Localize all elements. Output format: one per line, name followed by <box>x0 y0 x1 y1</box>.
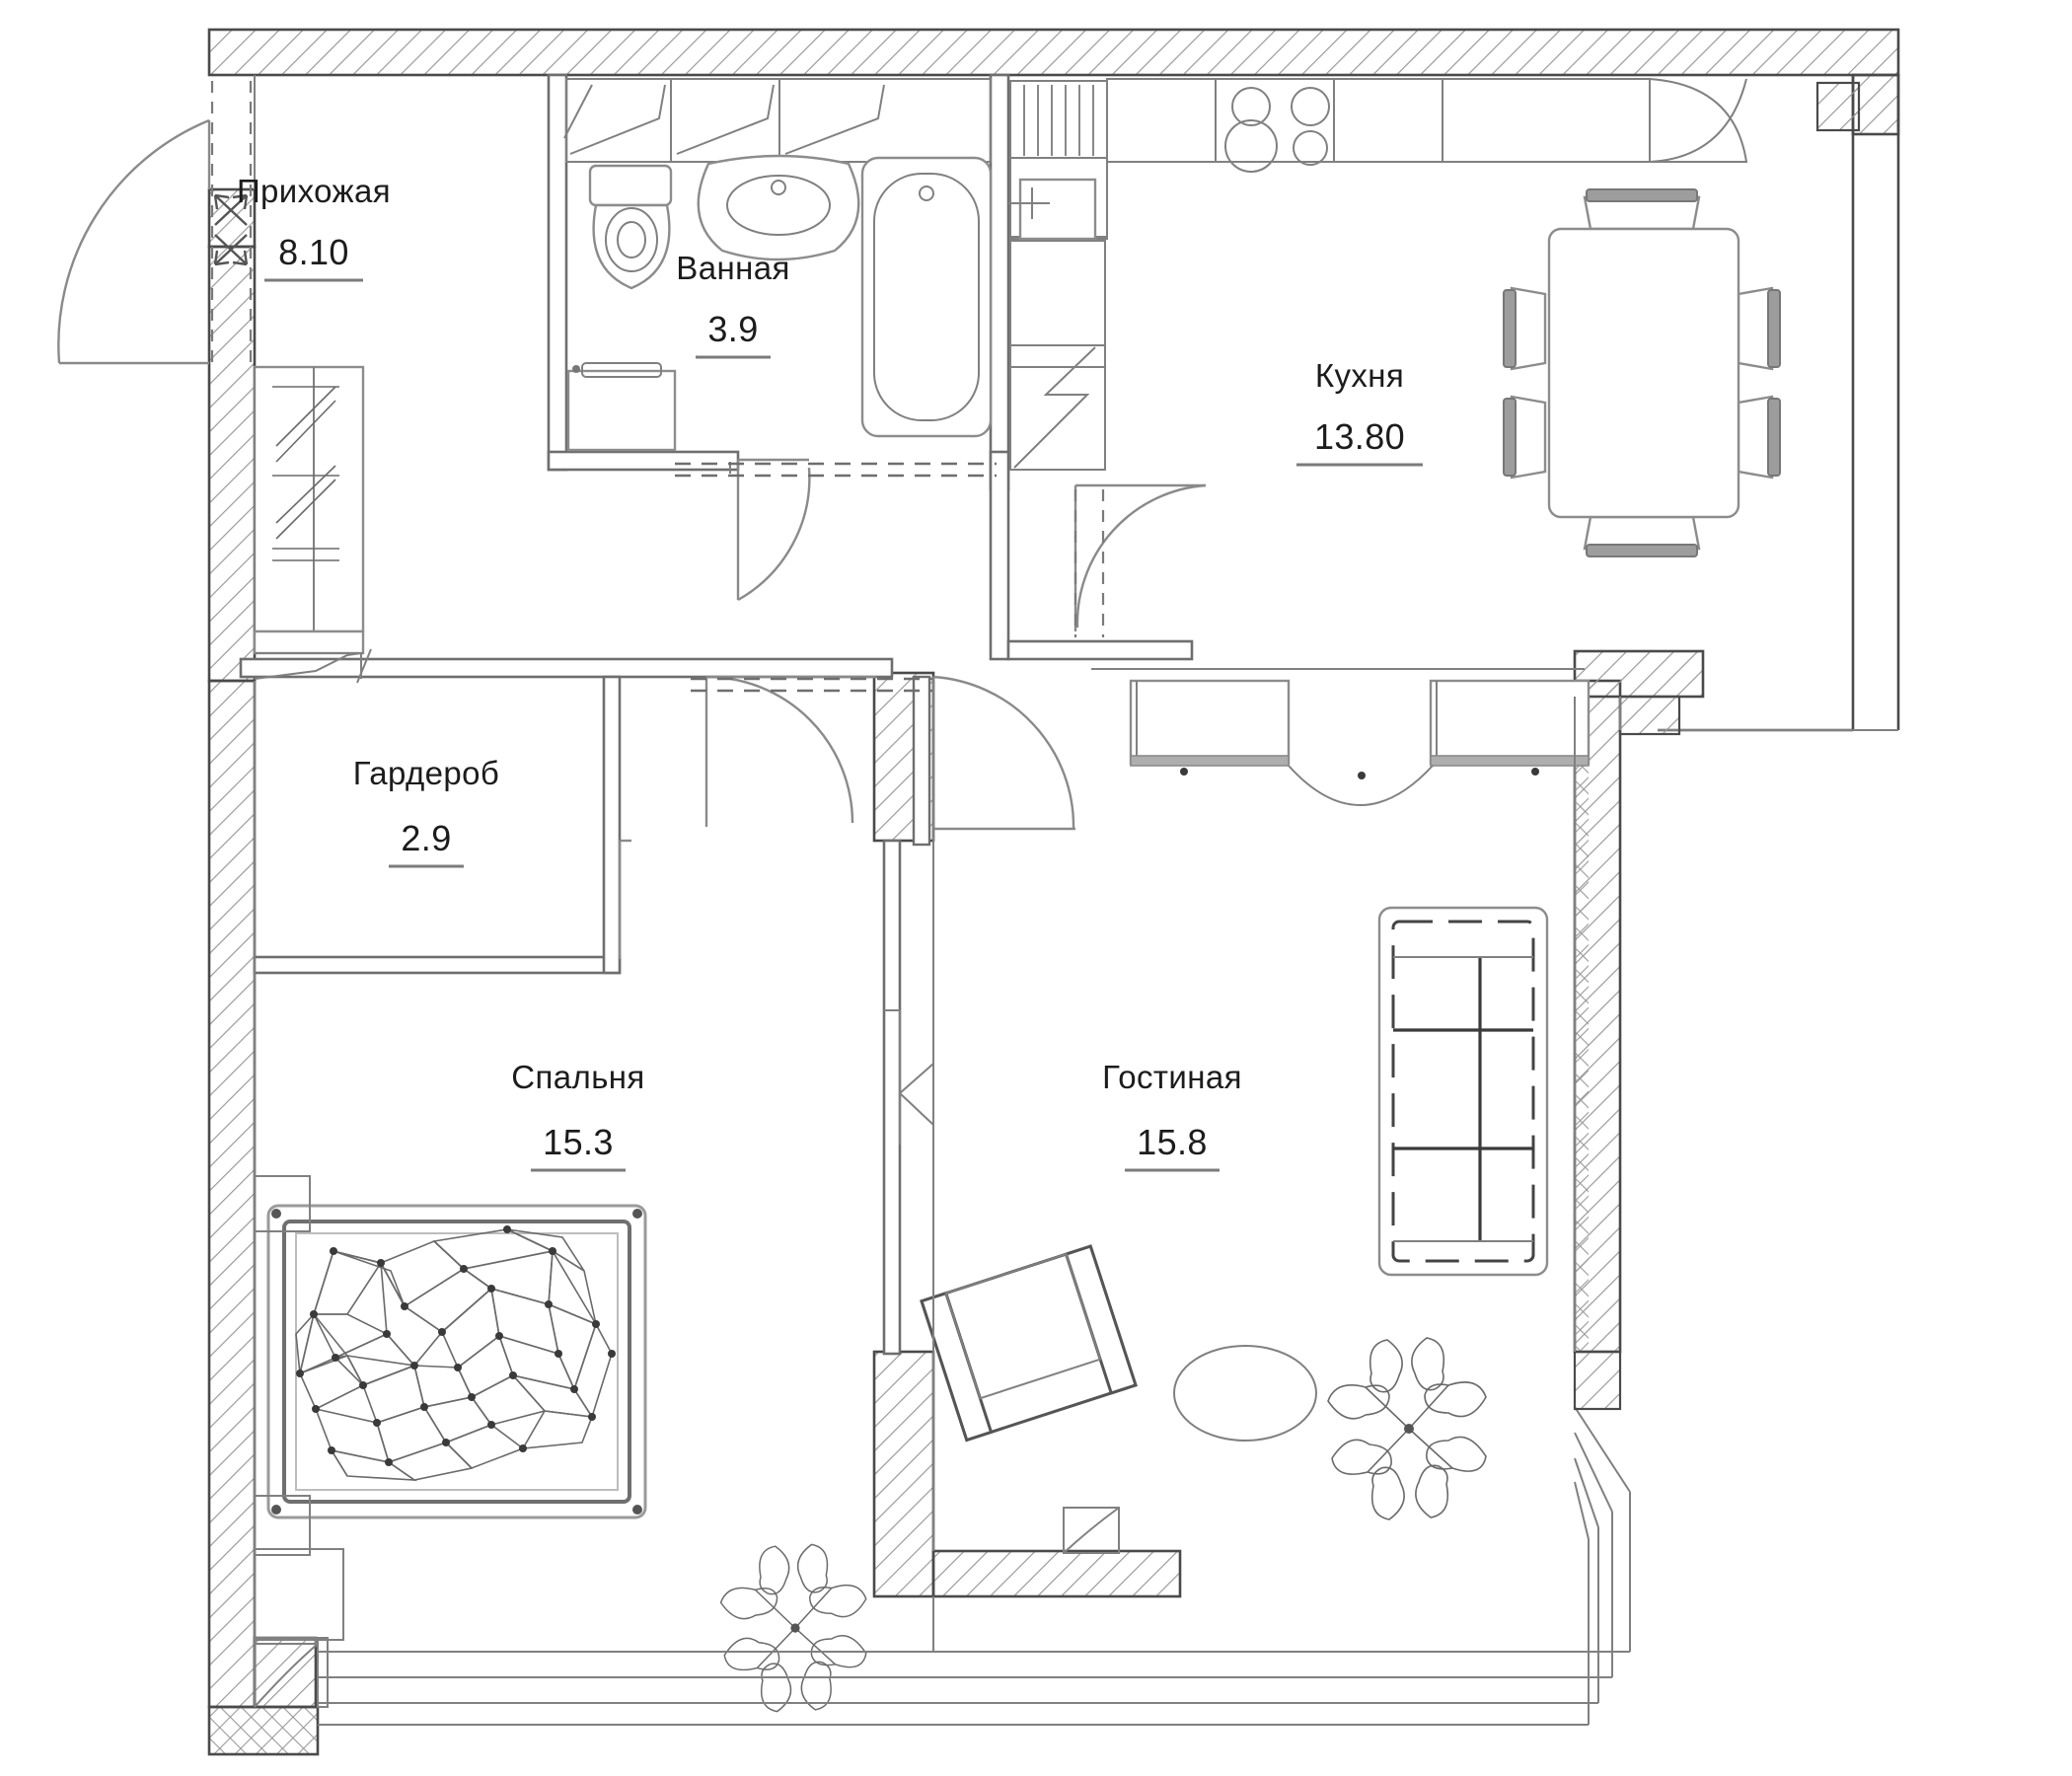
sliding-door-corridor <box>691 677 933 693</box>
room-area-bedroom: 15.3 <box>543 1122 614 1162</box>
terrace-glazing <box>318 1350 1631 1726</box>
room-area-kitchen: 13.80 <box>1314 416 1405 457</box>
room-name-bathroom: Ванная <box>676 250 789 286</box>
dining-chair-left-upper <box>1503 286 1547 371</box>
dining-table <box>1547 227 1740 519</box>
structural-walls <box>207 28 1900 1756</box>
kitchen-door <box>1073 483 1207 637</box>
doors[interactable] <box>618 458 1207 1145</box>
balcony-glazing-right <box>1618 75 1900 736</box>
room-area-hallway: 8.10 <box>278 232 349 272</box>
room-name-bedroom: Спальня <box>511 1059 644 1095</box>
dining-chair-top <box>1583 188 1701 231</box>
door-opening-dashes <box>210 81 253 367</box>
washing-machine <box>566 362 677 452</box>
dining-chair-right-lower <box>1737 395 1781 480</box>
bedroom-door <box>704 675 876 827</box>
room-label-kitchen: Кухня 13.80 <box>1296 357 1423 467</box>
dining-chair-right-upper <box>1737 286 1781 371</box>
kitchen-counter <box>1106 77 1748 173</box>
armchair <box>920 1244 1138 1443</box>
room-label-wardrobe: Гардероб 2.9 <box>353 755 499 868</box>
plant-bedroom <box>719 1543 867 1713</box>
entrance-door[interactable] <box>57 81 253 367</box>
room-labels: Прихожая 8.10 Ванная 3.9 Кухня 13.80 Гар… <box>237 173 1423 1172</box>
plant-living <box>1327 1337 1487 1520</box>
room-label-bedroom: Спальня 15.3 <box>511 1059 644 1172</box>
wall-cabinets-band <box>1091 668 1591 806</box>
bathroom-upper-cabinets <box>563 78 992 163</box>
bed <box>266 1204 647 1519</box>
dining-chair-left-lower <box>1503 395 1547 480</box>
boiler <box>1008 178 1097 241</box>
room-area-livingroom: 15.8 <box>1137 1122 1208 1162</box>
room-name-livingroom: Гостиная <box>1102 1059 1242 1095</box>
room-area-wardrobe: 2.9 <box>401 818 451 858</box>
sofa <box>1377 906 1549 1277</box>
wardrobe-door <box>618 839 631 959</box>
room-label-hallway: Прихожая 8.10 <box>237 173 391 282</box>
sink <box>697 154 860 261</box>
water-riser <box>1009 344 1106 471</box>
dining-set <box>1503 188 1781 557</box>
room-label-bathroom: Ванная 3.9 <box>676 250 789 359</box>
room-name-hallway: Прихожая <box>237 173 391 209</box>
dining-chair-bottom <box>1583 515 1701 557</box>
utility-shaft <box>1008 80 1108 471</box>
interior-finish-lines <box>254 75 1621 1707</box>
room-area-bathroom: 3.9 <box>707 309 758 349</box>
hall-wardrobe <box>253 365 372 684</box>
toilet <box>588 164 673 290</box>
room-name-wardrobe: Гардероб <box>353 755 499 791</box>
partition-walls <box>239 73 1194 1356</box>
kitchen-door-dash <box>1073 489 1105 637</box>
cooktop <box>1224 87 1330 173</box>
room-label-livingroom: Гостиная 15.8 <box>1102 1059 1242 1172</box>
bathroom-door <box>736 458 811 602</box>
bathroom-fixtures <box>563 78 993 452</box>
room-name-kitchen: Кухня <box>1315 357 1404 394</box>
bedroom-inner-door <box>884 1009 934 1145</box>
sliding-door-hall <box>675 462 997 478</box>
rug <box>1173 1345 1317 1442</box>
bathtub <box>860 156 993 438</box>
door-swing-arrows <box>213 193 249 266</box>
